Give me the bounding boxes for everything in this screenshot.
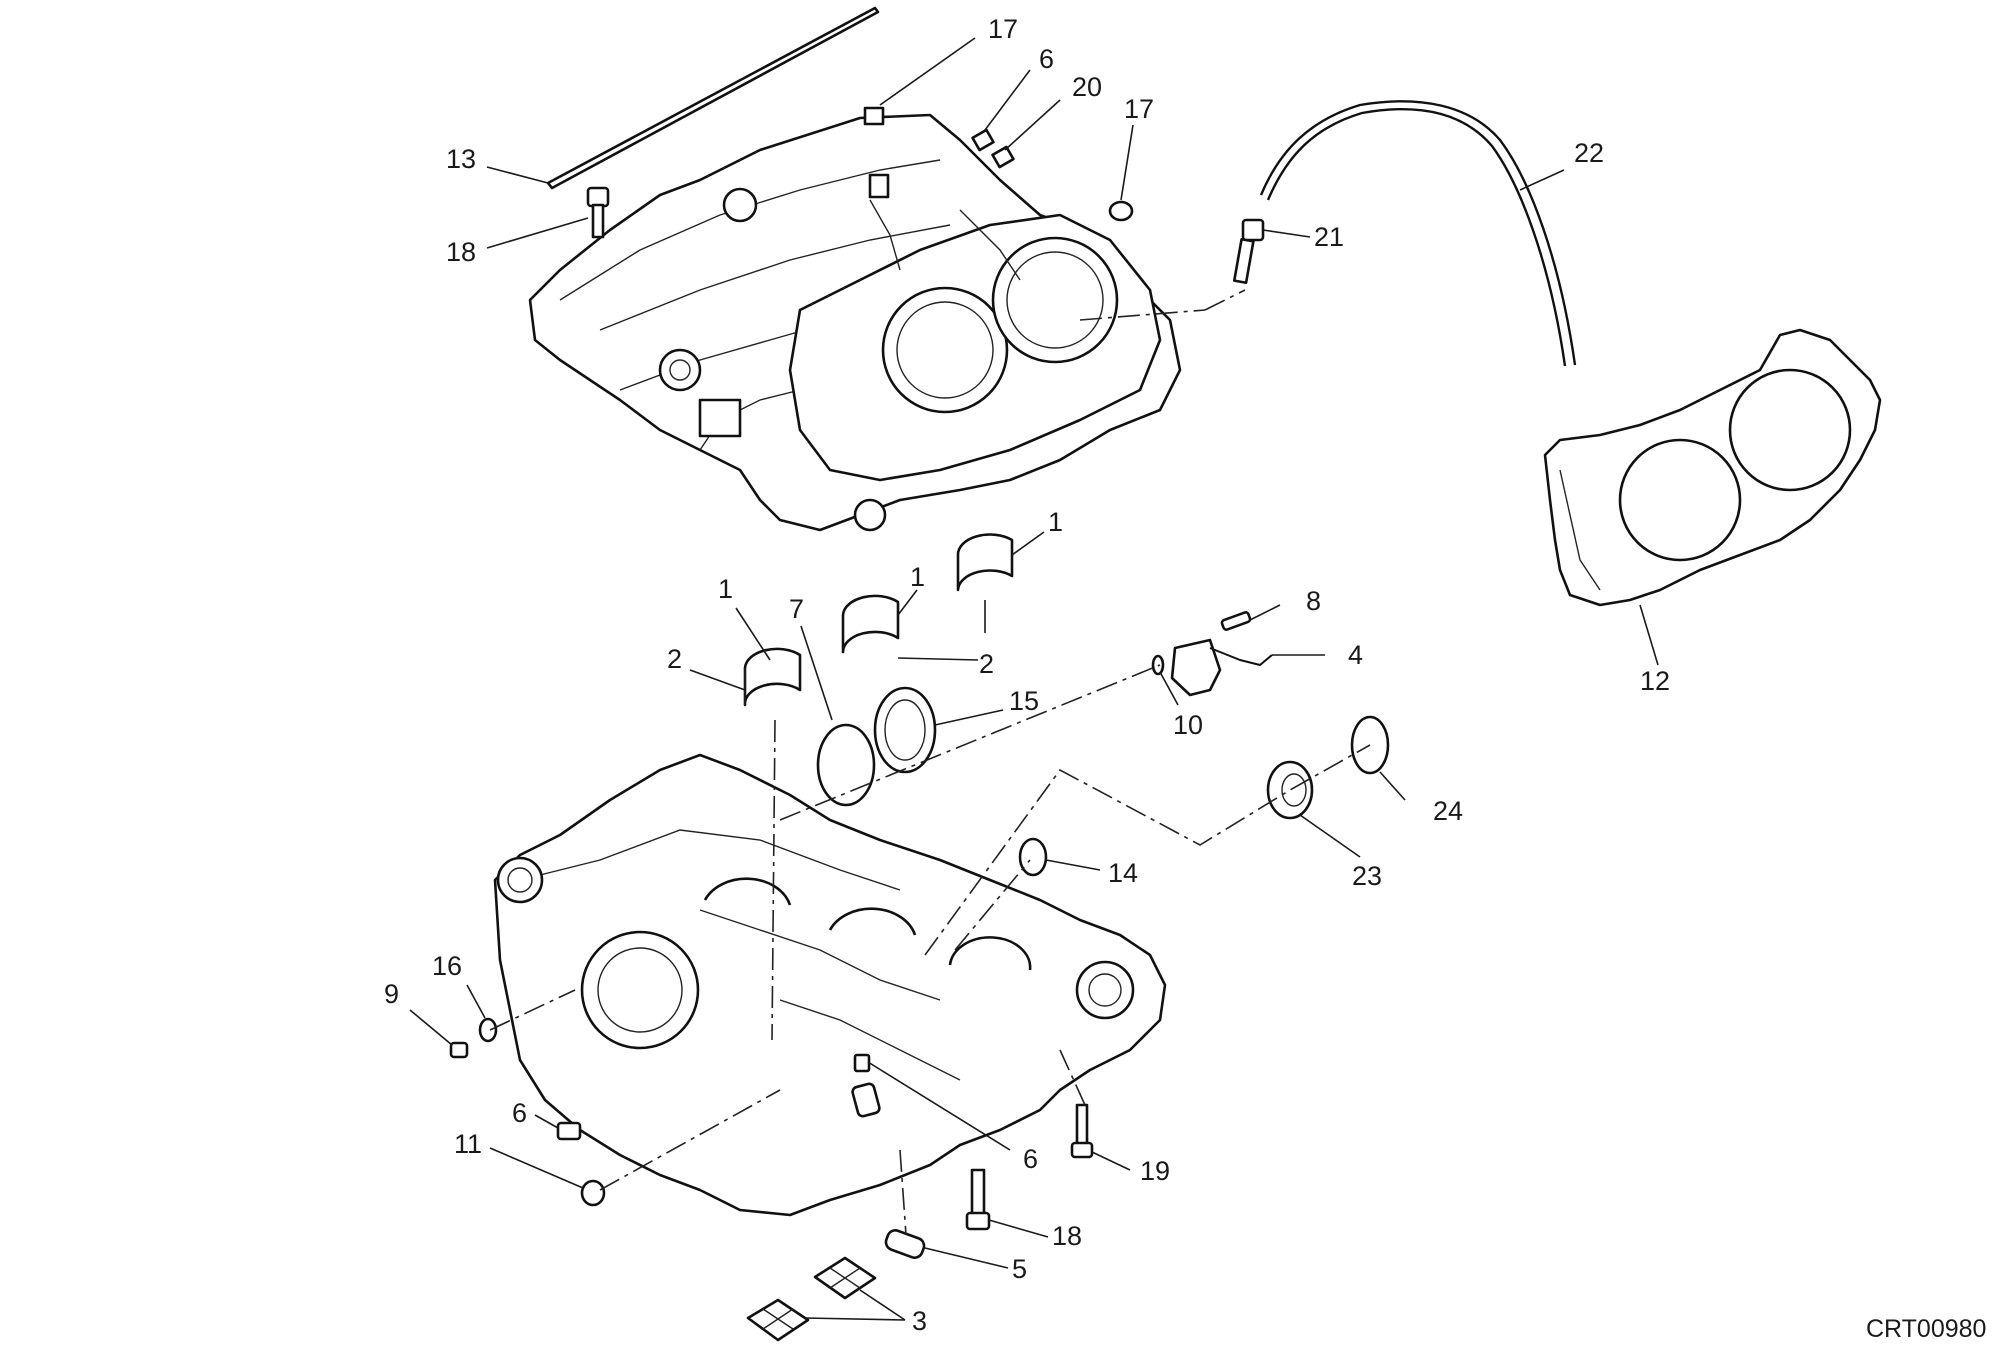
- callout-14: 14: [1108, 858, 1138, 888]
- callout-18-top: 18: [446, 237, 476, 267]
- callout-labels: 17 6 20 17 13 18 22 21 12 1 1 1 2 2 7 15…: [384, 14, 1670, 1336]
- part-6-dowel-lower-left: [556, 1121, 582, 1141]
- part-6-dowel-upper: [971, 128, 995, 152]
- part-1-2-bearing-shell-b: [841, 594, 900, 654]
- part-21-fitting: [1232, 218, 1265, 285]
- part-8-screw: [1220, 611, 1252, 631]
- callout-22: 22: [1574, 138, 1604, 168]
- callout-13: 13: [446, 144, 476, 174]
- part-20-dowel: [991, 145, 1015, 169]
- upper-crankcase-half: [528, 113, 1182, 532]
- callout-17-top: 17: [988, 14, 1018, 44]
- part-11-plug: [580, 1179, 606, 1207]
- part-24-circlip: [1350, 715, 1390, 775]
- part-4-sensor: [1170, 638, 1273, 697]
- callout-2-mid: 2: [979, 649, 994, 679]
- part-1-2-bearing-shell-a: [743, 647, 802, 707]
- callout-18-lower: 18: [1052, 1221, 1082, 1251]
- callout-6-top: 6: [1039, 44, 1054, 74]
- part-17-pin: [863, 106, 885, 126]
- diagram-code: CRT00980: [1866, 1315, 1986, 1343]
- part-14-seal: [1018, 837, 1048, 877]
- lower-crankcase-half: [493, 753, 1167, 1217]
- callout-5: 5: [1012, 1254, 1027, 1284]
- leader-lines: [409, 37, 1659, 1321]
- callout-21: 21: [1314, 222, 1344, 252]
- callout-19: 19: [1140, 1156, 1170, 1186]
- callout-24: 24: [1433, 796, 1463, 826]
- callout-7: 7: [789, 594, 804, 624]
- part-7-circlip: [816, 723, 876, 807]
- part-18-bolt-upper: [586, 186, 610, 239]
- callout-6-lower-mid: 6: [1023, 1144, 1038, 1174]
- part-23-seal: [1266, 760, 1314, 820]
- part-1-2-bearing-shell-c: [956, 533, 1014, 592]
- part-6-dowel-lower-mid: [853, 1053, 871, 1073]
- part-3-filter-upper: [813, 1256, 877, 1300]
- callout-6-lower-left: 6: [512, 1098, 527, 1128]
- part-5-gasket: [884, 1229, 926, 1259]
- callout-3: 3: [912, 1306, 927, 1336]
- part-15-oil-seal: [873, 686, 937, 774]
- callout-16: 16: [432, 951, 462, 981]
- part-12-head-gasket: [1543, 328, 1882, 607]
- part-17-ring: [1108, 200, 1134, 222]
- callout-20: 20: [1072, 72, 1102, 102]
- callout-11: 11: [454, 1129, 482, 1159]
- callout-1-right: 1: [1048, 507, 1063, 537]
- assembly-lines: [489, 289, 1371, 1236]
- callout-17-right: 17: [1124, 94, 1154, 124]
- callout-15: 15: [1009, 686, 1039, 716]
- callout-9: 9: [384, 979, 399, 1009]
- part-3-filter-lower: [746, 1298, 810, 1342]
- callout-4: 4: [1348, 640, 1363, 670]
- callout-10: 10: [1173, 710, 1203, 740]
- callout-12: 12: [1640, 666, 1670, 696]
- part-19-bolt: [1070, 1103, 1094, 1159]
- part-13-strip: [546, 6, 880, 190]
- part-9-screw: [449, 1041, 469, 1059]
- callout-1-left: 1: [718, 574, 733, 604]
- callout-1-mid: 1: [910, 562, 925, 592]
- callout-8: 8: [1306, 586, 1321, 616]
- callout-2-left: 2: [667, 644, 682, 674]
- part-18-bolt-lower: [965, 1168, 991, 1231]
- callout-23: 23: [1352, 861, 1382, 891]
- part-16-washer: [478, 1017, 498, 1043]
